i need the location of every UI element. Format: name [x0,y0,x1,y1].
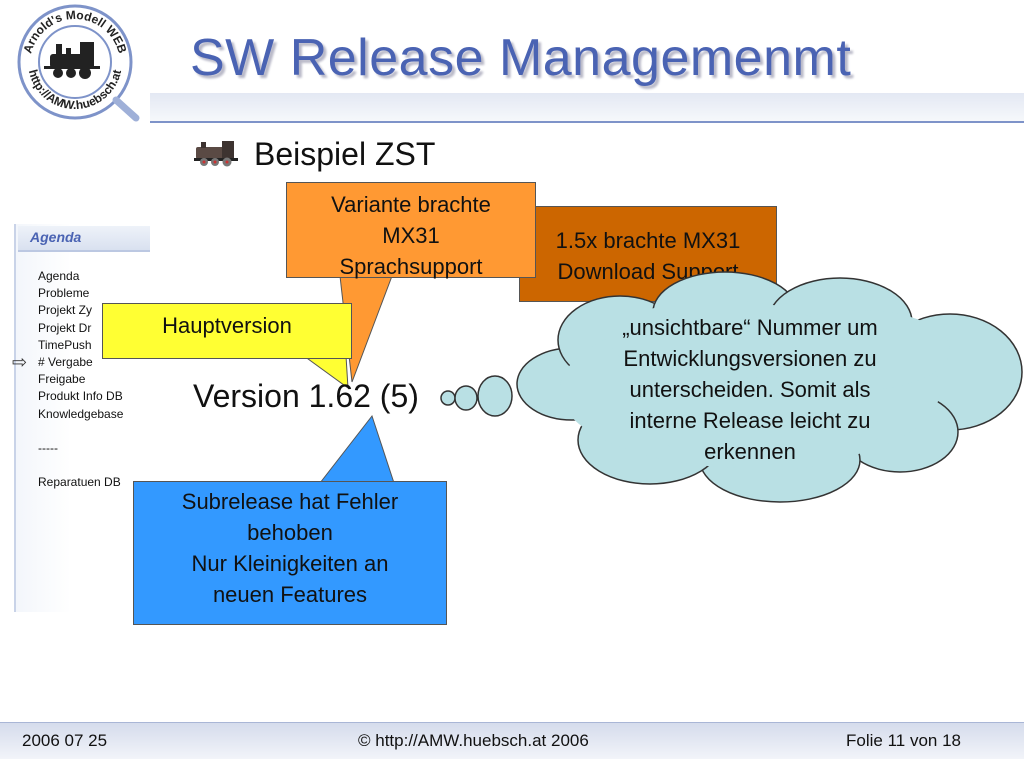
agenda-item[interactable]: Projekt Zy [38,303,93,318]
version-label: Version 1.62 (5) [193,378,419,414]
agenda-list: Agenda Probleme Projekt Zy Projekt Dr Ti… [38,268,148,491]
thought-bubble-small [440,390,456,406]
callout-line: Subrelease hat Fehler [181,489,399,514]
logo: Arnold's Modell WEB http://AMW.huebsch.a… [17,4,140,122]
callout-line: Sprachsupport [339,254,483,279]
agenda-title: Agenda [30,229,82,245]
footer-page-number: Folie 11 von 18 [846,731,961,750]
footer-bar [0,722,1024,759]
callout-line: MX31 [382,223,440,248]
callout-line: Nur Kleinigkeiten an [191,551,389,576]
agenda-item[interactable]: Agenda [38,269,80,283]
callout-line: neuen Features [212,582,368,607]
agenda-item[interactable]: Freigabe [38,372,86,387]
title-underline-bar [150,93,1024,123]
agenda-item[interactable]: Produkt Info DB [38,389,123,404]
train-bullet-icon [194,141,238,167]
thought-bubble-large [477,375,513,417]
thought-bubble-medium [454,385,478,411]
agenda-item[interactable]: Probleme [38,286,90,301]
cloud-line: „unsichtbare“ Nummer um [622,315,878,340]
footer-copyright: © http://AMW.huebsch.at 2006 [358,731,589,750]
agenda-item[interactable]: Projekt Dr [38,320,92,335]
cloud-line: unterscheiden. Somit als [629,377,871,402]
agenda-separator: ----- [38,440,58,455]
slide-title: SW Release Managemenmt [190,29,852,87]
cloud-text: „unsichtbare“ Nummer um Entwicklungsvers… [580,312,920,467]
agenda-item-current[interactable]: # Vergabe [38,354,93,369]
cloud-line: Entwicklungsversionen zu [623,346,877,371]
agenda-item[interactable]: Reparatuen DB [38,475,121,490]
agenda-item[interactable]: Knowledgebase [38,406,124,421]
callout-line: Variante brachte [331,192,491,217]
agenda-panel [14,224,154,612]
cloud-line: interne Release leicht zu [629,408,871,433]
variante-callout: Variante brachte MX31 Sprachsupport [286,182,536,279]
subrelease-callout: Subrelease hat Fehler behoben Nur Kleini… [133,481,447,625]
callout-line: behoben [247,520,333,545]
current-item-arrow-icon: ⇨ [12,352,28,372]
agenda-header-bar [18,226,150,252]
locomotive-icon [44,42,100,79]
slide-subtitle: Beispiel ZST [254,136,436,172]
callout-line: 1.5x brachte MX31 [555,228,741,253]
callout-line: Hauptversion [162,313,292,338]
cloud-line: erkennen [704,439,796,464]
footer-date: 2006 07 25 [22,731,108,750]
agenda-item[interactable]: TimePush [38,337,92,352]
hauptversion-callout: Hauptversion [102,303,352,359]
